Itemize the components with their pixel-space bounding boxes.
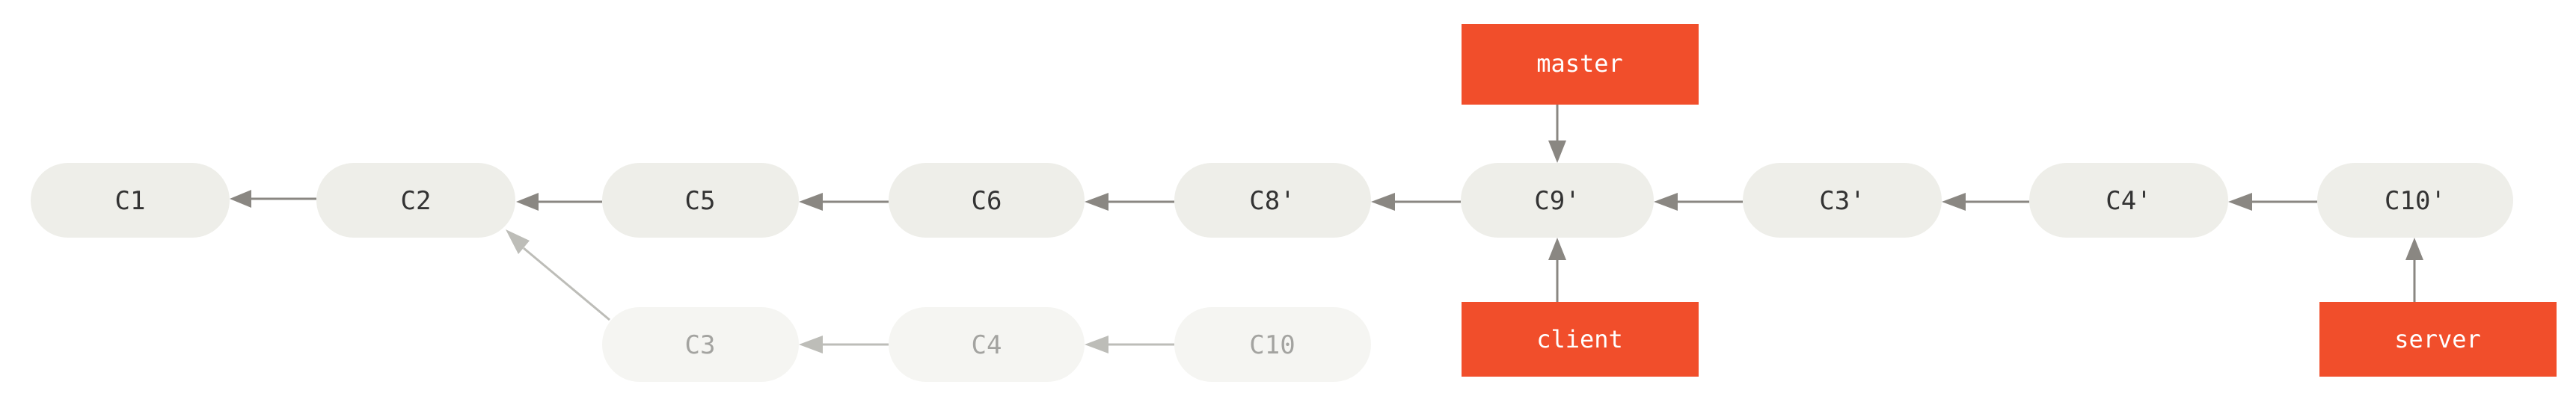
commit-node [889, 307, 1085, 382]
arrowhead-c3-c2 [506, 229, 530, 254]
commit-c9-prime: C9' [1461, 163, 1654, 238]
arrowhead-c6-c5 [799, 193, 823, 211]
branch-refs: master client server [1462, 24, 2557, 377]
commit-c10-prime: C10' [2317, 163, 2513, 238]
branch-client: client [1462, 302, 1699, 377]
commit-node [1743, 163, 1942, 238]
commit-node [1461, 163, 1654, 238]
arrowhead-c4p-c3p [1942, 193, 1966, 211]
commit-label: C9' [1534, 186, 1580, 216]
branch-box [2319, 302, 2557, 377]
branch-master: master [1462, 24, 1699, 105]
commit-c1: C1 [31, 163, 230, 238]
branch-box [1462, 302, 1699, 377]
commit-label: C8' [1249, 186, 1295, 216]
commit-c8-prime: C8' [1174, 163, 1371, 238]
commit-label: C3' [1819, 186, 1865, 216]
arrowhead-c3p-c9p [1654, 193, 1678, 211]
arrowhead-c2-c1 [230, 190, 251, 208]
commit-c3-old: C3 [602, 307, 799, 382]
arrowhead-c10-c4 [1085, 336, 1108, 353]
commit-label: C4' [2106, 186, 2151, 216]
commit-label: C10' [2385, 186, 2446, 216]
arrowhead-master-c9p [1548, 140, 1566, 163]
arrowhead-c5-c2 [516, 193, 539, 211]
commit-label: C1 [115, 186, 146, 216]
commits: C1 C2 C5 C6 C8' C9' C3' C4' [31, 163, 2513, 382]
commit-c5: C5 [602, 163, 799, 238]
edge-c3-c2 [523, 247, 610, 321]
commit-node [602, 307, 799, 382]
commit-c4-old: C4 [889, 307, 1085, 382]
commit-node [1174, 307, 1371, 382]
commit-node [2029, 163, 2228, 238]
commit-label: C5 [685, 186, 716, 216]
commit-c6: C6 [889, 163, 1085, 238]
commit-label: C10 [1249, 330, 1295, 360]
branch-box [1462, 24, 1699, 105]
branch-label: master [1536, 49, 1623, 78]
commit-node [31, 163, 230, 238]
commit-label: C6 [972, 186, 1002, 216]
commit-node [889, 163, 1085, 238]
commit-c2: C2 [316, 163, 515, 238]
commit-c3-prime: C3' [1743, 163, 1942, 238]
commit-node [602, 163, 799, 238]
commit-node [316, 163, 515, 238]
commit-c10-old: C10 [1174, 307, 1371, 382]
arrowhead-c10p-c4p [2228, 193, 2252, 211]
branch-label: client [1536, 325, 1623, 353]
commit-label: C3 [685, 330, 716, 360]
arrowhead-c4-c3 [799, 336, 823, 353]
edges [230, 105, 2423, 353]
arrowhead-c9p-c8p [1371, 193, 1395, 211]
commit-label: C4 [972, 330, 1002, 360]
branch-label: server [2394, 325, 2481, 353]
commit-label: C2 [401, 186, 432, 216]
branch-server: server [2319, 302, 2557, 377]
commit-c4-prime: C4' [2029, 163, 2228, 238]
commit-node [1174, 163, 1371, 238]
arrowhead-c8p-c6 [1085, 193, 1108, 211]
arrowhead-client-c9p [1548, 238, 1566, 260]
arrowhead-server-c10p [2405, 238, 2423, 260]
commit-node [2317, 163, 2513, 238]
